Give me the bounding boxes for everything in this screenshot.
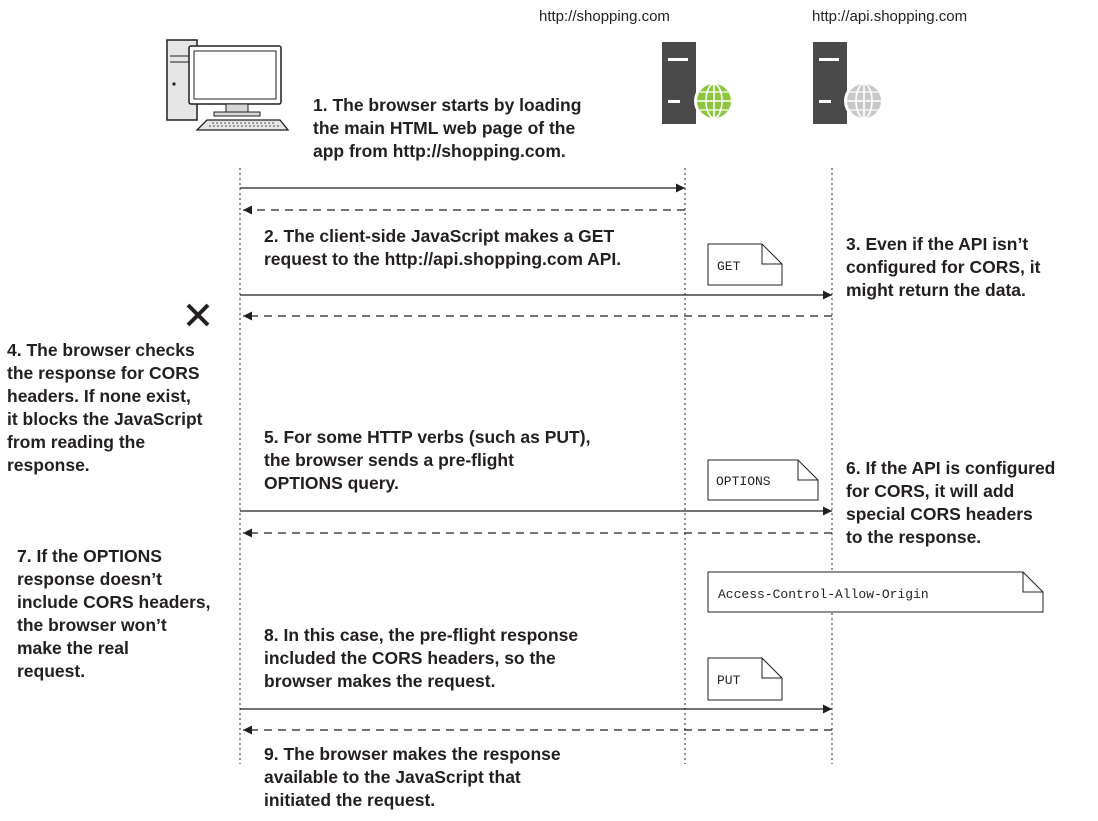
step-7-label: 7. If the OPTIONS response doesn’t inclu… (17, 546, 211, 681)
step-1-label: 1. The browser starts by loading the mai… (313, 95, 582, 161)
cors-note-label: Access-Control-Allow-Origin (718, 587, 929, 602)
api-server-url: http://api.shopping.com (812, 8, 968, 25)
step-6-label: 6. If the API is configured for CORS, it… (846, 458, 1056, 547)
cross-icon (186, 303, 210, 327)
step-9-label: 9. The browser makes the response availa… (264, 744, 561, 810)
web-server-grey-globe-icon (813, 42, 884, 124)
desktop-computer-icon (166, 39, 290, 131)
put-note-label: PUT (717, 673, 741, 688)
get-header-note: GET (707, 243, 783, 286)
step-4-label: 4. The browser checks the response for C… (7, 340, 203, 475)
step-8-label: 8. In this case, the pre-flight response… (264, 625, 579, 691)
web-server-green-globe-icon (662, 42, 734, 124)
options-header-note: OPTIONS (707, 459, 819, 501)
get-note-label: GET (717, 259, 741, 274)
step-2-label: 2. The client-side JavaScript makes a GE… (264, 226, 622, 269)
put-header-note: PUT (707, 657, 783, 701)
options-note-label: OPTIONS (716, 474, 771, 489)
cors-header-note: Access-Control-Allow-Origin (707, 571, 1044, 613)
shopping-server-url: http://shopping.com (539, 8, 670, 25)
step-3-label: 3. Even if the API isn’t configured for … (846, 234, 1041, 300)
step-5-label: 5. For some HTTP verbs (such as PUT), th… (264, 427, 591, 493)
